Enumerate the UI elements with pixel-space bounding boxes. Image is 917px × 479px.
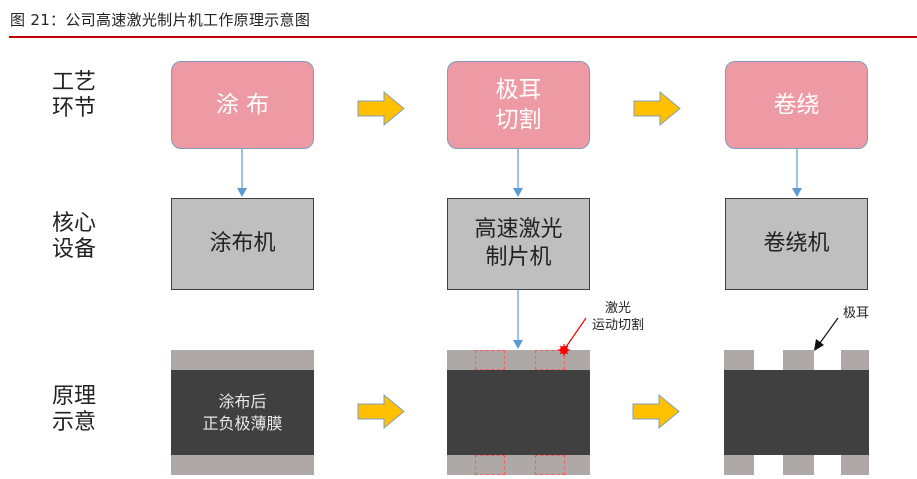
flow-arrow-icon	[633, 90, 681, 127]
film-laser-cutting	[447, 350, 590, 475]
row-label-line: 环节	[52, 96, 97, 121]
row-label-line: 原理	[52, 384, 97, 409]
process-label: 涂 布	[215, 92, 270, 118]
film-core	[171, 370, 314, 455]
row-label-line: 设备	[52, 237, 97, 262]
process-box-coating: 涂 布	[171, 61, 314, 149]
tab-top-2	[783, 350, 814, 370]
film-edge-bottom	[447, 455, 590, 475]
arrowhead-icon	[792, 188, 802, 197]
equipment-label: 卷绕机	[763, 231, 830, 256]
title-divider	[9, 36, 917, 38]
row-label-principle: 原理 示意	[52, 384, 96, 436]
row-label-process: 工艺 环节	[52, 70, 96, 122]
row-label-line: 工艺	[52, 70, 97, 95]
film-core	[724, 370, 869, 455]
row-label-equipment: 核心 设备	[52, 211, 96, 263]
film-label: 涂布后 正负极薄膜	[171, 370, 314, 455]
tab-pointer-arrow-icon	[814, 317, 839, 351]
connector-coating-to-coater	[237, 149, 247, 197]
tab-top-3	[841, 350, 869, 370]
tab-annotation: 极耳	[843, 306, 870, 321]
film-label-line: 涂布后	[218, 391, 267, 411]
flow-arrow-icon	[357, 90, 405, 127]
laser-annotation-line: 运动切割	[592, 318, 645, 333]
film-edge-top	[447, 350, 590, 370]
equipment-label: 涂布机	[209, 231, 276, 256]
process-box-tab-cutting: 极耳 切割	[447, 61, 590, 149]
tab-bottom-1	[724, 455, 754, 475]
process-label: 极耳	[495, 77, 542, 103]
process-box-winding: 卷绕	[725, 61, 868, 149]
tab-top-1	[724, 350, 754, 370]
process-label: 切割	[495, 107, 542, 133]
film-edge-bottom	[171, 455, 314, 475]
arrowhead-icon	[237, 188, 247, 197]
film-edge-top	[171, 350, 314, 370]
equipment-label: 高速激光	[474, 217, 563, 242]
arrowhead-icon	[513, 340, 523, 349]
equipment-box-coater: 涂布机	[171, 198, 314, 290]
film-with-tabs	[724, 350, 869, 475]
connector-laser-cutter-to-film	[513, 290, 523, 349]
cut-path-top-1	[475, 350, 505, 370]
row-label-line: 示意	[52, 410, 97, 435]
row-label-line: 核心	[52, 211, 97, 236]
film-coated: 涂布后 正负极薄膜	[171, 350, 314, 475]
process-label: 卷绕	[773, 92, 820, 118]
equipment-box-winder: 卷绕机	[725, 198, 868, 290]
cut-path-bottom-1	[475, 455, 505, 475]
film-core	[447, 370, 590, 455]
cut-path-top-2	[535, 350, 565, 370]
connector-cutting-to-laser-cutter	[513, 149, 523, 197]
connector-winding-to-winder	[792, 149, 802, 197]
figure-title: 图 21：公司高速激光制片机工作原理示意图	[10, 11, 311, 29]
film-label-line: 正负极薄膜	[202, 413, 283, 433]
arrowhead-icon	[513, 188, 523, 197]
laser-annotation: 激光 运动切割	[592, 300, 644, 334]
equipment-box-laser-cutter: 高速激光 制片机	[447, 198, 590, 290]
laser-pointer-icon	[558, 317, 587, 356]
equipment-label: 制片机	[485, 245, 552, 270]
laser-annotation-line: 激光	[605, 301, 632, 316]
cut-path-bottom-2	[535, 455, 565, 475]
flow-arrow-icon	[632, 393, 680, 430]
tab-bottom-3	[841, 455, 869, 475]
tab-bottom-2	[783, 455, 814, 475]
flow-arrow-icon	[357, 393, 405, 430]
